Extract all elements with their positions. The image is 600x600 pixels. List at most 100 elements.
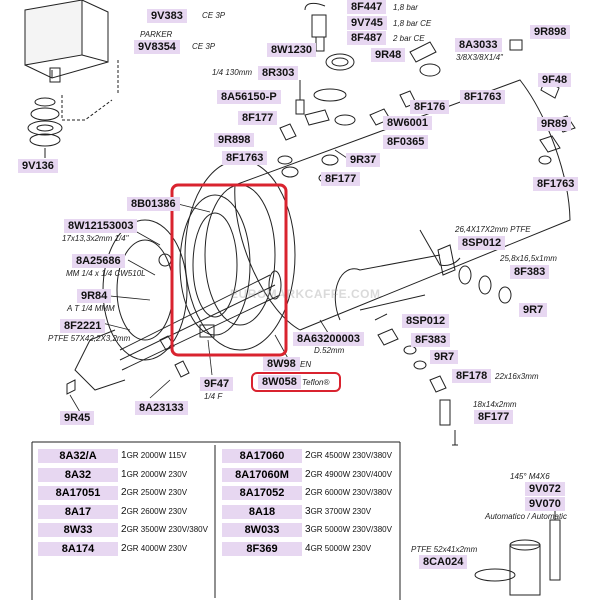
note-9v8354: CE 3P <box>192 42 216 51</box>
note-8f383-top: 25,8x16,5x1mm <box>500 254 557 263</box>
note-8f2221: PTFE 57X42,2X3,2mm <box>48 334 131 343</box>
label-8sp012-mid: 8SP012 <box>402 314 450 328</box>
table-row-spec: GR 3500W 230V/380V <box>126 525 208 534</box>
table-row-groups: 2 <box>305 487 311 498</box>
label-8a63200003: 8A63200003 <box>293 332 365 346</box>
table-row-spec: GR 2000W 230V <box>126 470 188 479</box>
label-9r48: 9R48 <box>371 48 406 62</box>
table-row-spec: GR 4000W 230V <box>126 544 188 553</box>
note-9v070: Automatico / Automatic <box>485 512 567 521</box>
table-row-desc: 2GR 4900W 230V/400V <box>305 468 392 482</box>
table-row-desc: 4GR 5000W 230V <box>305 542 371 556</box>
label-9r84: 9R84 <box>77 289 112 303</box>
note-8f447: 1,8 bar <box>393 3 418 12</box>
label-9r7-mid: 9R7 <box>430 350 459 364</box>
table-row-desc: 1GR 2000W 115V <box>121 449 186 463</box>
table-row-code: 8A17051 <box>38 486 118 500</box>
table-row-groups: 2 <box>121 506 127 517</box>
note-9f47: 1/4 F <box>204 392 223 401</box>
table-row-groups: 2 <box>121 524 127 535</box>
note-8a63200003: D.52mm <box>314 346 345 355</box>
note-9v383: CE 3P <box>202 11 226 20</box>
table-row-spec: GR 5000W 230V/380V <box>310 525 392 534</box>
table-row-desc: 2GR 3500W 230V/380V <box>121 523 208 537</box>
table-row-code: 8W33 <box>38 523 118 537</box>
label-8a25686: 8A25686 <box>72 254 125 268</box>
label-8f177-top: 8F177 <box>238 111 278 125</box>
label-8sp012-top: 8SP012 <box>458 236 506 250</box>
label-9v383: 9V383 <box>147 9 187 23</box>
table-row-groups: 2 <box>305 450 311 461</box>
label-9v070: 9V070 <box>525 497 565 511</box>
table-row-code: 8W033 <box>222 523 302 537</box>
table-row-code: 8A17060M <box>222 468 302 482</box>
label-8f447: 8F447 <box>347 0 387 14</box>
note-8ca024: PTFE 52x41x2mm <box>411 545 478 554</box>
note-8sp012-top: 26,4X17X2mm PTFE <box>455 225 531 234</box>
label-8w12153003: 8W12153003 <box>64 219 138 233</box>
label-8r303: 8R303 <box>258 66 299 80</box>
label-9f47: 9F47 <box>200 377 234 391</box>
table-row-spec: GR 4500W 230V/380V <box>310 451 392 460</box>
label-8a56150-p: 8A56150-P <box>217 90 281 104</box>
table-row-groups: 1 <box>121 450 127 461</box>
table-row-desc: 2GR 2500W 230V <box>121 486 187 500</box>
note-9v745: 1,8 bar CE <box>393 19 432 28</box>
label-8w98: 8W98 <box>263 357 300 371</box>
label-8f383-top: 8F383 <box>510 265 550 279</box>
note-8w12153003: 17x13,3x2mm 1/4" <box>62 234 129 243</box>
label-8f177-mid: 8F177 <box>321 172 361 186</box>
label-8f177-lower: 8F177 <box>474 410 514 424</box>
watermark-text: EUROMARKCAFFE.COM <box>230 287 381 301</box>
label-9r898-left: 9R898 <box>214 133 255 147</box>
table-row-groups: 2 <box>121 487 127 498</box>
label-8b01386: 8B01386 <box>127 197 180 211</box>
table-row-spec: GR 2500W 230V <box>126 488 188 497</box>
label-8f1763-mid: 8F1763 <box>460 90 506 104</box>
label-8w6001: 8W6001 <box>383 116 432 130</box>
table-row-code: 8A17060 <box>222 449 302 463</box>
label-8f1763-right: 8F1763 <box>533 177 579 191</box>
table-row-code: 8F369 <box>222 542 302 556</box>
note-9r84: A T 1/4 MMM <box>67 304 115 313</box>
table-row-spec: GR 2000W 115V <box>126 451 187 460</box>
note-8f487: 2 bar CE <box>393 34 425 43</box>
label-8w058: 8W058 <box>258 375 301 389</box>
label-8f487: 8F487 <box>347 31 387 45</box>
table-row-desc: 1GR 2000W 230V <box>121 468 187 482</box>
label-9v8354: 9V8354 <box>134 40 180 54</box>
table-row-groups: 3 <box>305 506 311 517</box>
table-row-code: 8A18 <box>222 505 302 519</box>
label-9r89: 9R89 <box>537 117 572 131</box>
table-row-spec: GR 6000W 230V/380V <box>310 488 392 497</box>
table-row-groups: 3 <box>305 524 311 535</box>
label-8f176: 8F176 <box>410 100 450 114</box>
table-row-desc: 2GR 4000W 230V <box>121 542 187 556</box>
note-8a3033: 3/8X3/8X1/4" <box>456 53 503 62</box>
label-8f2221: 8F2221 <box>60 319 106 333</box>
label-8f0365: 8F0365 <box>383 135 429 149</box>
table-row-spec: GR 2600W 230V <box>126 507 188 516</box>
note-8f177-lower: 18x14x2mm <box>473 400 517 409</box>
label-8a23133: 8A23133 <box>135 401 188 415</box>
table-row-groups: 2 <box>121 543 127 554</box>
table-row-groups: 1 <box>121 469 127 480</box>
label-8ca024: 8CA024 <box>419 555 468 569</box>
table-row-spec: GR 3700W 230V <box>310 507 372 516</box>
table-row-desc: 3GR 3700W 230V <box>305 505 371 519</box>
table-row-code: 8A32/A <box>38 449 118 463</box>
table-row-desc: 2GR 4500W 230V/380V <box>305 449 392 463</box>
label-9r45: 9R45 <box>60 411 95 425</box>
label-8f178: 8F178 <box>452 369 492 383</box>
table-row-code: 8A17052 <box>222 486 302 500</box>
label-9r7-right: 9R7 <box>519 303 548 317</box>
label-9v745: 9V745 <box>347 16 387 30</box>
note-8a25686: MM 1/4 x 1/4 CW510L <box>66 269 146 278</box>
note-9v072: 145° M4X6 <box>510 472 550 481</box>
label-9v136: 9V136 <box>18 159 58 173</box>
label-8w1230: 8W1230 <box>267 43 316 57</box>
note-8w98: EN <box>300 360 312 369</box>
label-8a3033: 8A3033 <box>455 38 502 52</box>
